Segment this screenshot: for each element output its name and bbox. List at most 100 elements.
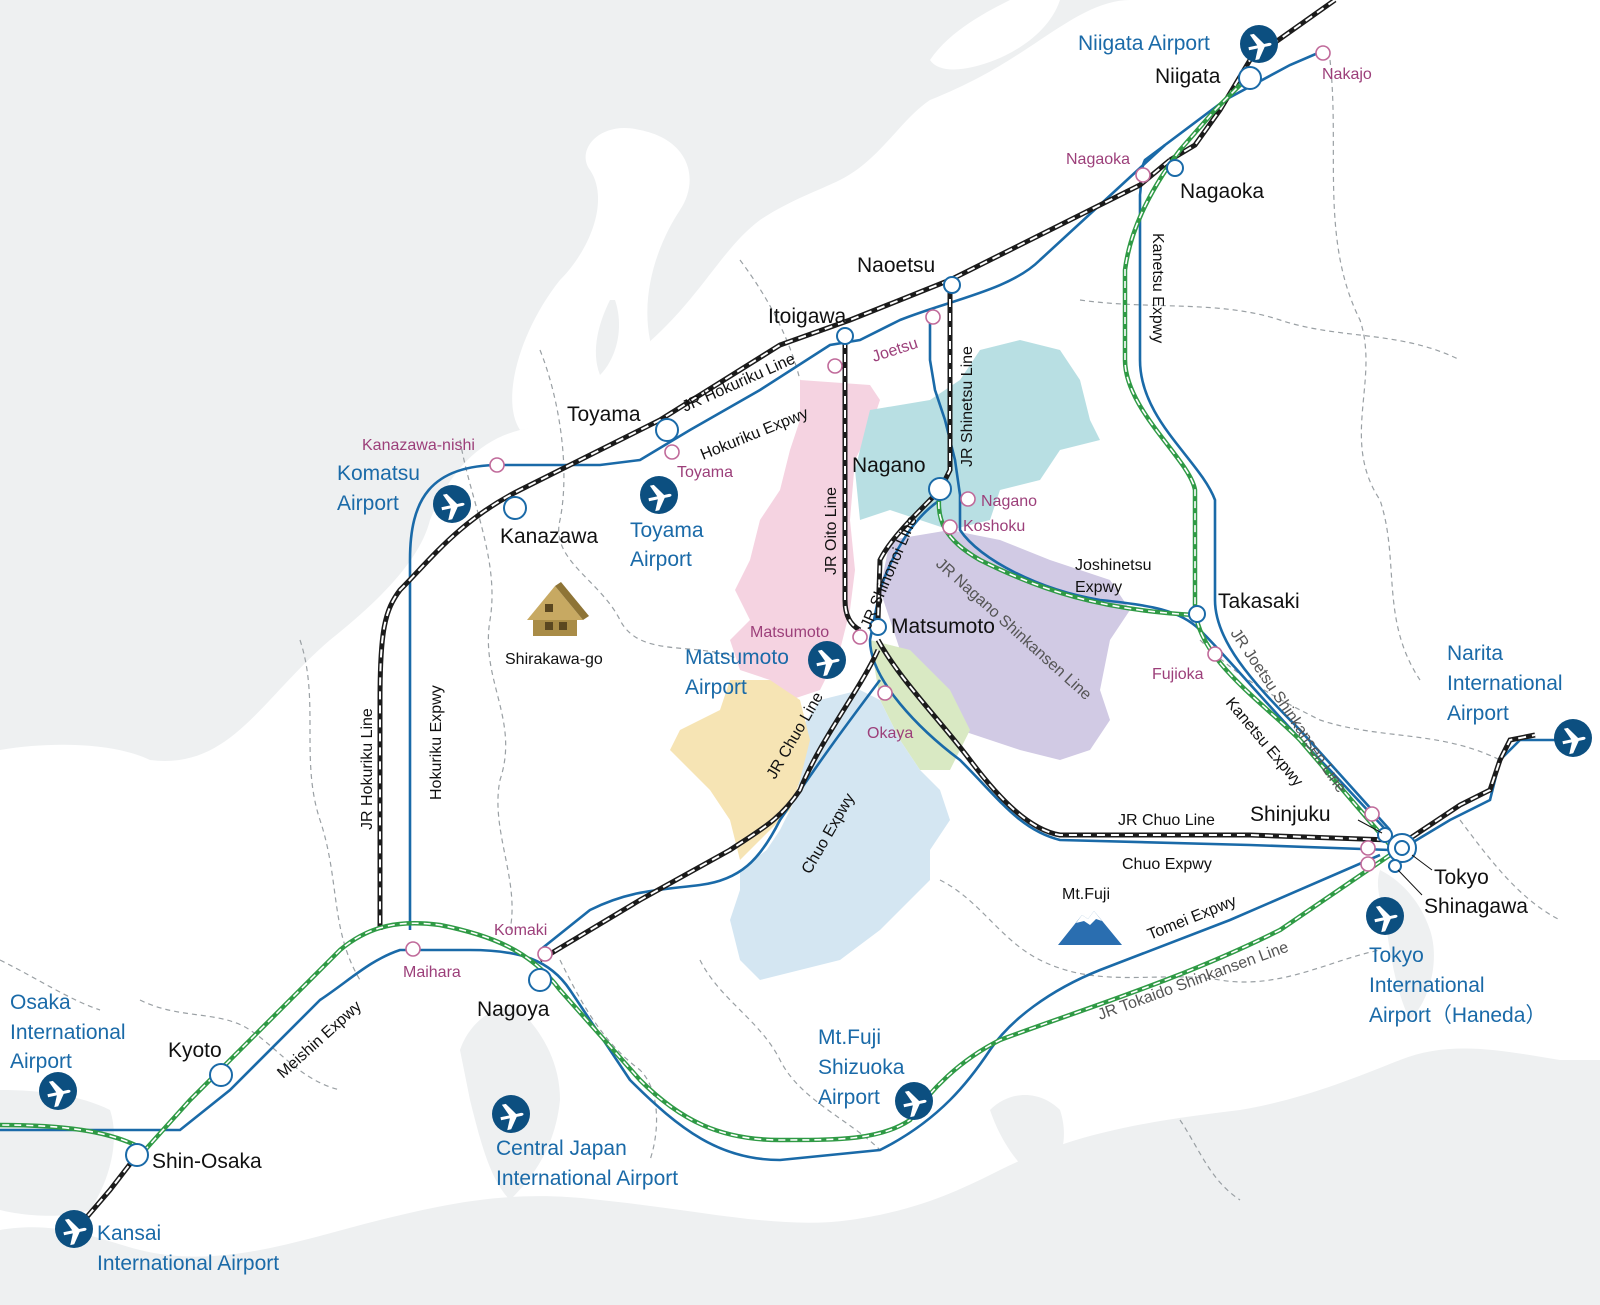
jr-uetsu-w [1169,0,1336,161]
shinkansen-tokaido-w [0,854,1391,1152]
expressway-stop-labels: Nakajo Nagaoka Joetsu Kanazawa-nishi Toy… [362,66,1372,981]
expressway-chuo [868,498,1391,852]
airplane-icon-central-japan[interactable] [492,1095,530,1133]
station-marker-naoetsu[interactable] [943,276,961,294]
border [699,959,881,1151]
expwy-stop-marker-nakajo[interactable] [1315,45,1331,61]
airport-label: Airport [1447,702,1509,725]
station-label: Toyama [567,403,641,426]
airplane-icon-narita[interactable] [1554,719,1592,757]
region-green [870,640,970,770]
airport-label: Central Japan [496,1137,627,1160]
airport-label: Airport [685,676,747,699]
border [1179,1119,1241,1201]
expwy-stop-marker-tokyo-a[interactable] [1364,806,1380,822]
station-label: Matsumoto [891,615,995,638]
station-marker-itoigawa[interactable] [836,327,854,345]
airport-label: Toyama [630,519,704,542]
station-label: Tokyo [1434,866,1489,889]
station-marker-nagano[interactable] [928,477,952,501]
station-marker-nagaoka[interactable] [1166,159,1184,177]
expwy-stop-marker-toyama[interactable] [664,444,680,460]
station-marker-takasaki[interactable] [1188,605,1206,623]
expwy-stop-marker-fujioka[interactable] [1207,646,1223,662]
station-marker-kyoto[interactable] [209,1063,233,1087]
station-label: Nagaoka [1180,180,1264,203]
route-label: JR Chuo Line [1118,812,1215,829]
station-marker-niigata[interactable] [1238,66,1262,90]
expwy-stop-marker-okaya[interactable] [877,685,893,701]
station-labels: Niigata Nagaoka Naoetsu Itoigawa Toyama … [152,65,1528,1173]
airport-labels: Niigata Airport Komatsu Airport Toyama A… [10,32,1563,1275]
expressway-joshinetsu [928,310,1401,846]
border [1079,299,1461,361]
gassho-house-icon [527,582,589,636]
jr-narita-w [1399,734,1536,846]
station-marker-kanazawa[interactable] [503,496,527,520]
landmark-label-shirakawago: Shirakawa-go [505,651,603,668]
airplane-icon-komatsu[interactable] [433,485,471,523]
expwy-stop-marker-maihara[interactable] [405,941,421,957]
expwy-stop-label: Kanazawa-nishi [362,437,475,454]
region-southwest [670,680,810,860]
sado-island [930,0,1060,70]
airplane-icon-osaka[interactable] [39,1072,77,1110]
station-marker-shinagawa[interactable] [1388,859,1402,873]
landmark-label-mtfuji: Mt.Fuji [1062,886,1110,903]
expwy-stop-marker-nagano[interactable] [960,491,976,507]
route-label: JR Shinetsu Line [959,346,976,467]
station-markers [125,66,1417,1167]
airport-label: Osaka [10,991,71,1014]
expwy-stop-marker-matsumoto[interactable] [852,629,868,645]
mountain-icon [1058,911,1122,945]
expwy-stop-label: Fujioka [1152,666,1204,683]
border [0,959,101,1011]
station-marker-toyama[interactable] [655,418,679,442]
station-marker-shinjuku[interactable] [1377,827,1393,843]
expwy-stop-label: Okaya [867,725,913,742]
airplane-icon-mtfuji-shizuoka[interactable] [895,1082,933,1120]
station-label: Nagoya [477,998,550,1021]
bay-north [595,300,620,375]
jr-oito [842,340,862,633]
airplane-icon-kansai[interactable] [55,1210,93,1248]
border [559,959,658,1161]
route-label: Hokuriku Expwy [428,685,445,800]
border [1459,819,1561,921]
airport-label: Matsumoto [685,646,789,669]
expwy-stop-marker-komaki[interactable] [537,946,553,962]
jr-lines [78,0,1536,1227]
expwy-stop-marker-joetsu[interactable] [925,309,941,325]
region-north [855,340,1100,530]
airport-label: International [10,1021,126,1044]
border [1329,59,1421,681]
station-label: Kyoto [168,1039,222,1062]
shinkansen-joetsu-w [1124,79,1391,846]
border [539,349,741,661]
airport-label: International [1369,974,1485,997]
station-marker-shin-osaka[interactable] [125,1143,149,1167]
expwy-stop-marker-tokyo-c[interactable] [1360,856,1376,872]
border [939,879,1381,983]
expwy-stop-marker-joetsu2[interactable] [827,358,843,374]
suruga-bay [990,1095,1064,1180]
station-label: Takasaki [1218,590,1300,613]
airplane-icon-toyama[interactable] [640,476,678,514]
route-label: Chuo Expwy [1122,856,1212,873]
station-marker-nagoya[interactable] [528,968,552,992]
airplane-icon-niigata[interactable] [1240,25,1278,63]
expwy-stop-label: Nagano [981,493,1037,510]
station-marker-tokyo-inner [1394,840,1410,856]
expwy-stop-marker-koshoku[interactable] [942,519,958,535]
airplane-icon-matsumoto[interactable] [808,641,846,679]
border [139,999,341,1091]
expwy-stop-marker-tokyo-b[interactable] [1360,840,1376,856]
osaka-bay [0,1090,114,1216]
expwy-stop-label: Nakajo [1322,66,1372,83]
expwy-stop-marker-kanazawa-nishi[interactable] [489,457,505,473]
airplane-icon-haneda[interactable] [1366,897,1404,935]
expwy-stop-marker-nagaoka[interactable] [1135,167,1151,183]
station-marker-matsumoto[interactable] [869,618,887,636]
airport-label: Airport [818,1086,880,1109]
